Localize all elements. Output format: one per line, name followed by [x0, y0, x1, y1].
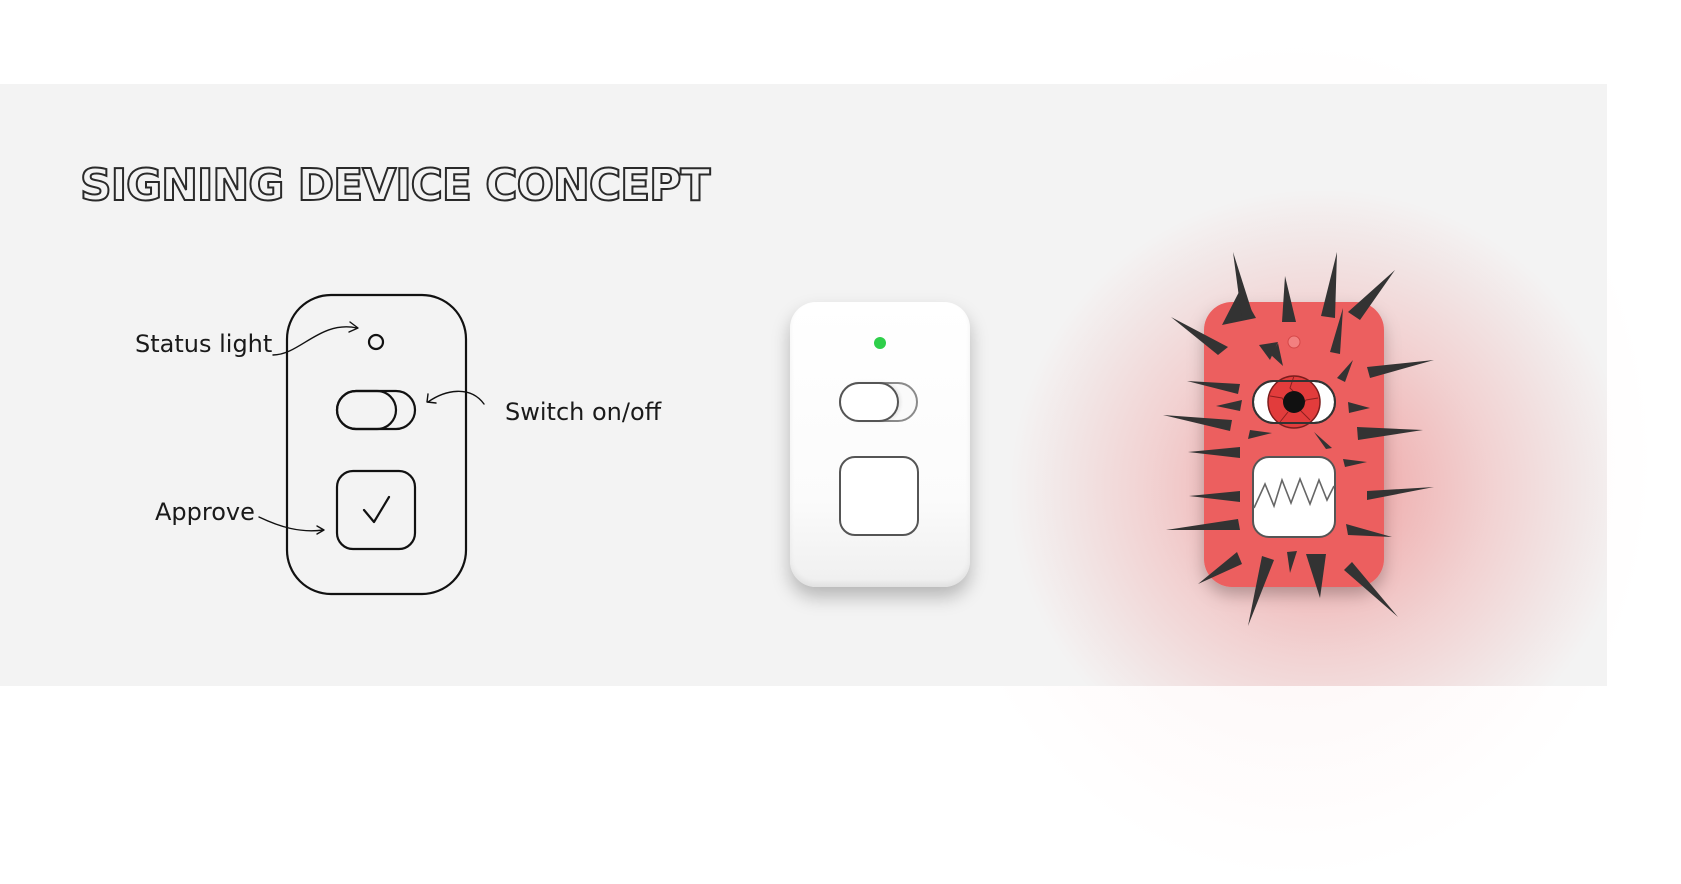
monster-pupil — [1283, 391, 1305, 413]
sketch-status-light — [367, 333, 385, 351]
switch-label: Switch on/off — [505, 398, 662, 426]
sketch-approve-button — [335, 469, 417, 551]
rendered-device — [790, 302, 970, 587]
switch-arrow — [427, 390, 485, 405]
monster-body — [1204, 302, 1384, 587]
checkmark-icon — [362, 495, 391, 524]
approve-button[interactable] — [839, 456, 919, 536]
status-light-led — [874, 337, 886, 349]
monster-teeth — [1253, 476, 1335, 509]
sketch-device-outline — [285, 293, 468, 596]
sketch-switch-knob — [335, 389, 398, 431]
page-title: SIGNING DEVICE CONCEPT — [79, 160, 711, 211]
switch-knob[interactable] — [839, 382, 899, 422]
monster-spikes — [1163, 252, 1434, 626]
approve-arrow — [258, 516, 324, 532]
status-light-label: Status light — [135, 330, 273, 358]
approve-label: Approve — [155, 498, 255, 526]
monster-status-light — [1287, 335, 1301, 349]
status-light-arrow — [272, 326, 358, 356]
